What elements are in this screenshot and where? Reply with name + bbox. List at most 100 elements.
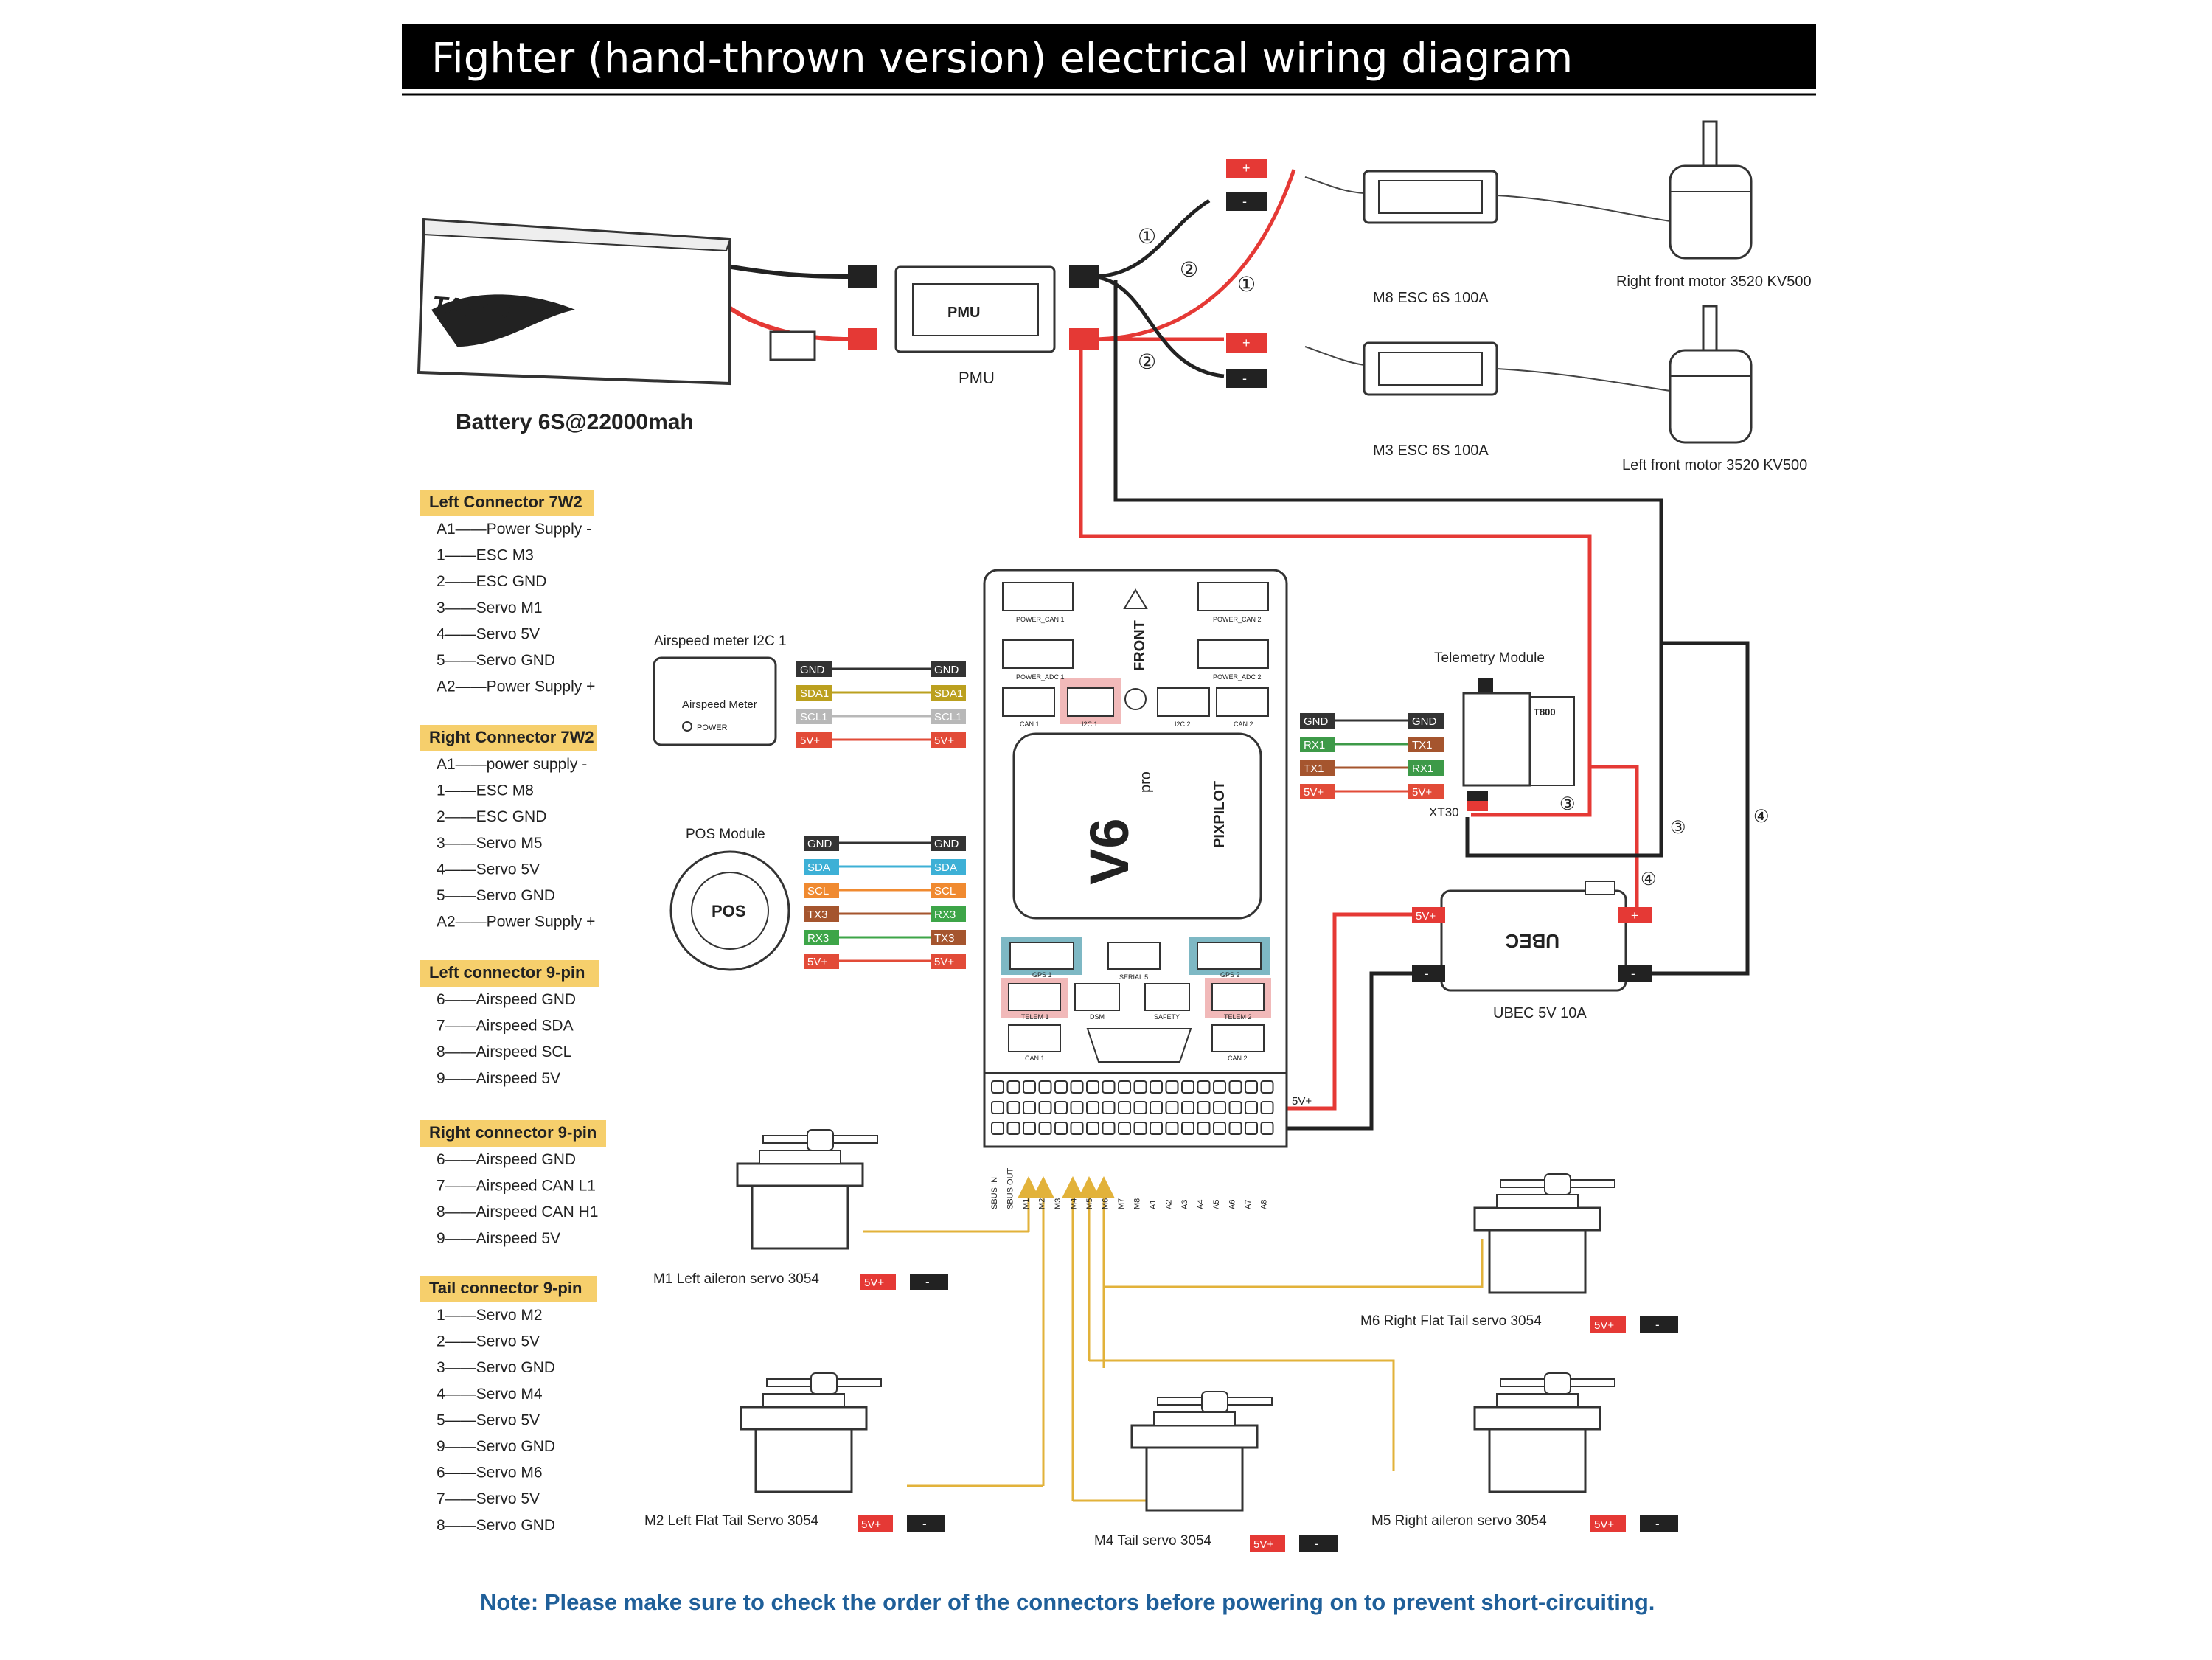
pin-chip <box>1408 784 1444 799</box>
servo-pin-negative-label: - <box>1315 1537 1319 1551</box>
port-power-adc-1: POWER_ADC 1 <box>1016 673 1065 681</box>
pin-chip <box>931 836 966 851</box>
pin-chip <box>931 732 966 748</box>
pin-label-right: 5V+ <box>934 735 954 747</box>
rail-pin <box>1228 1080 1242 1094</box>
rail-pin <box>1260 1101 1274 1114</box>
connector-item: 6——Airspeed GND <box>437 991 576 1008</box>
rail-pin <box>1213 1101 1226 1114</box>
wire-number-2: ② <box>1180 258 1198 281</box>
connector-section-header <box>420 1120 606 1147</box>
rail-pin <box>1228 1122 1242 1135</box>
pos-module: POS Module POS <box>669 827 790 971</box>
pin-label-right: 5V+ <box>1412 786 1432 799</box>
pin-chip <box>796 661 832 677</box>
pmu-text: PMU <box>947 305 980 321</box>
servo-pin-positive-label: 5V+ <box>1594 1518 1614 1531</box>
pin-label-left: GND <box>807 838 832 850</box>
pin-label-left: RX1 <box>1304 739 1325 751</box>
port-power-adc-2: POWER_ADC 2 <box>1213 673 1262 681</box>
connector-item: 7——Servo 5V <box>437 1490 540 1507</box>
fc-model: V6 <box>1079 818 1140 885</box>
connector-item: 5——Servo GND <box>437 887 555 904</box>
pmu: PMU PMU <box>848 265 1099 387</box>
rail-pin <box>1023 1122 1036 1135</box>
rail-pin <box>1245 1101 1258 1114</box>
rail-pin-label: M7 <box>1117 1198 1126 1209</box>
signal-wires <box>863 1176 1484 1502</box>
pin-label-right: GND <box>934 664 959 676</box>
ubec-device: UBEC <box>1505 930 1559 952</box>
rail-pin <box>1260 1080 1274 1094</box>
svg-text:-: - <box>1242 371 1247 386</box>
rail-pin-label: M6 <box>1102 1198 1110 1209</box>
rail-pin <box>1181 1101 1194 1114</box>
servo-pin-positive <box>1590 1515 1626 1532</box>
rail-pin <box>1038 1122 1052 1135</box>
rail-pin <box>1228 1101 1242 1114</box>
rail-pin-label: SBUS IN <box>990 1177 999 1209</box>
rail-pin-label: M4 <box>1070 1198 1079 1209</box>
pin-label-left: 5V+ <box>807 956 827 968</box>
pin-chip <box>1300 713 1335 729</box>
wire-number-3-red: ③ <box>1559 794 1576 814</box>
connector-item: 1——Servo M2 <box>437 1307 543 1324</box>
connector-section-title: Right connector 9-pin <box>429 1123 597 1142</box>
connector-item: 9——Servo GND <box>437 1438 555 1455</box>
connector-item: 2——ESC GND <box>437 573 546 590</box>
rail-pin-label: SBUS OUT <box>1006 1167 1015 1209</box>
svg-text:+: + <box>1242 336 1251 350</box>
pin-chip <box>804 930 839 945</box>
rail-pin-label: A5 <box>1212 1200 1221 1209</box>
servo-pin-negative <box>910 1274 948 1290</box>
port-safety: SAFETY <box>1154 1013 1180 1021</box>
rail-pin <box>1213 1122 1226 1135</box>
rail-pin <box>1102 1122 1116 1135</box>
rail-pin-label: A1 <box>1149 1200 1158 1209</box>
safety-note: Note: Please make sure to check the orde… <box>480 1589 1655 1615</box>
port-can-1-bottom: CAN 1 <box>1025 1055 1045 1062</box>
svg-text:+: + <box>1242 161 1251 176</box>
servo-pin-positive <box>860 1274 896 1290</box>
pin-label-left: SCL1 <box>800 711 828 723</box>
pin-label-left: TX1 <box>1304 763 1324 775</box>
pin-label-right: GND <box>1412 715 1437 728</box>
port-telem-2: TELEM 2 <box>1224 1013 1252 1021</box>
pin-chip <box>931 661 966 677</box>
rail-pin-label: M2 <box>1038 1198 1047 1209</box>
rail-pin-label: A6 <box>1228 1200 1237 1209</box>
port-telem-1: TELEM 1 <box>1021 1013 1049 1021</box>
airspeed-meter: Airspeed meter I2C 1 Airspeed Meter POWE… <box>653 633 787 746</box>
servo-pin-negative-label: - <box>922 1517 927 1531</box>
connector-section-header <box>420 490 594 516</box>
rail-pin <box>1245 1080 1258 1094</box>
pin-chip <box>804 836 839 851</box>
rail-pin <box>1197 1080 1211 1094</box>
pin-label-right: SCL1 <box>934 711 962 723</box>
rail-pin <box>1086 1080 1099 1094</box>
connector-item: 8——Airspeed SCL <box>437 1043 571 1060</box>
connector-item: 7——Airspeed SDA <box>437 1018 574 1035</box>
battery-brand: TATTU <box>431 291 512 324</box>
servo-pin-positive <box>1590 1316 1626 1333</box>
pin-label-left: GND <box>800 664 825 676</box>
svg-text:-: - <box>1242 194 1247 209</box>
servo-pin-positive-label: 5V+ <box>1253 1538 1273 1551</box>
servo-pin-positive-label: 5V+ <box>861 1518 881 1531</box>
connector-section-title: Tail connector 9-pin <box>429 1279 582 1297</box>
servo-pin-negative <box>1299 1535 1338 1552</box>
connector-item: 5——Servo GND <box>437 652 555 669</box>
rail-pin-label: A4 <box>1197 1200 1206 1209</box>
connector-item: 2——ESC GND <box>437 808 546 825</box>
servo-pin-negative <box>907 1515 945 1532</box>
rail-pin-label: M3 <box>1054 1198 1062 1209</box>
battery-label: Battery 6S@22000mah <box>456 410 694 434</box>
rail-pin <box>1150 1122 1163 1135</box>
pin-chip <box>931 930 966 945</box>
